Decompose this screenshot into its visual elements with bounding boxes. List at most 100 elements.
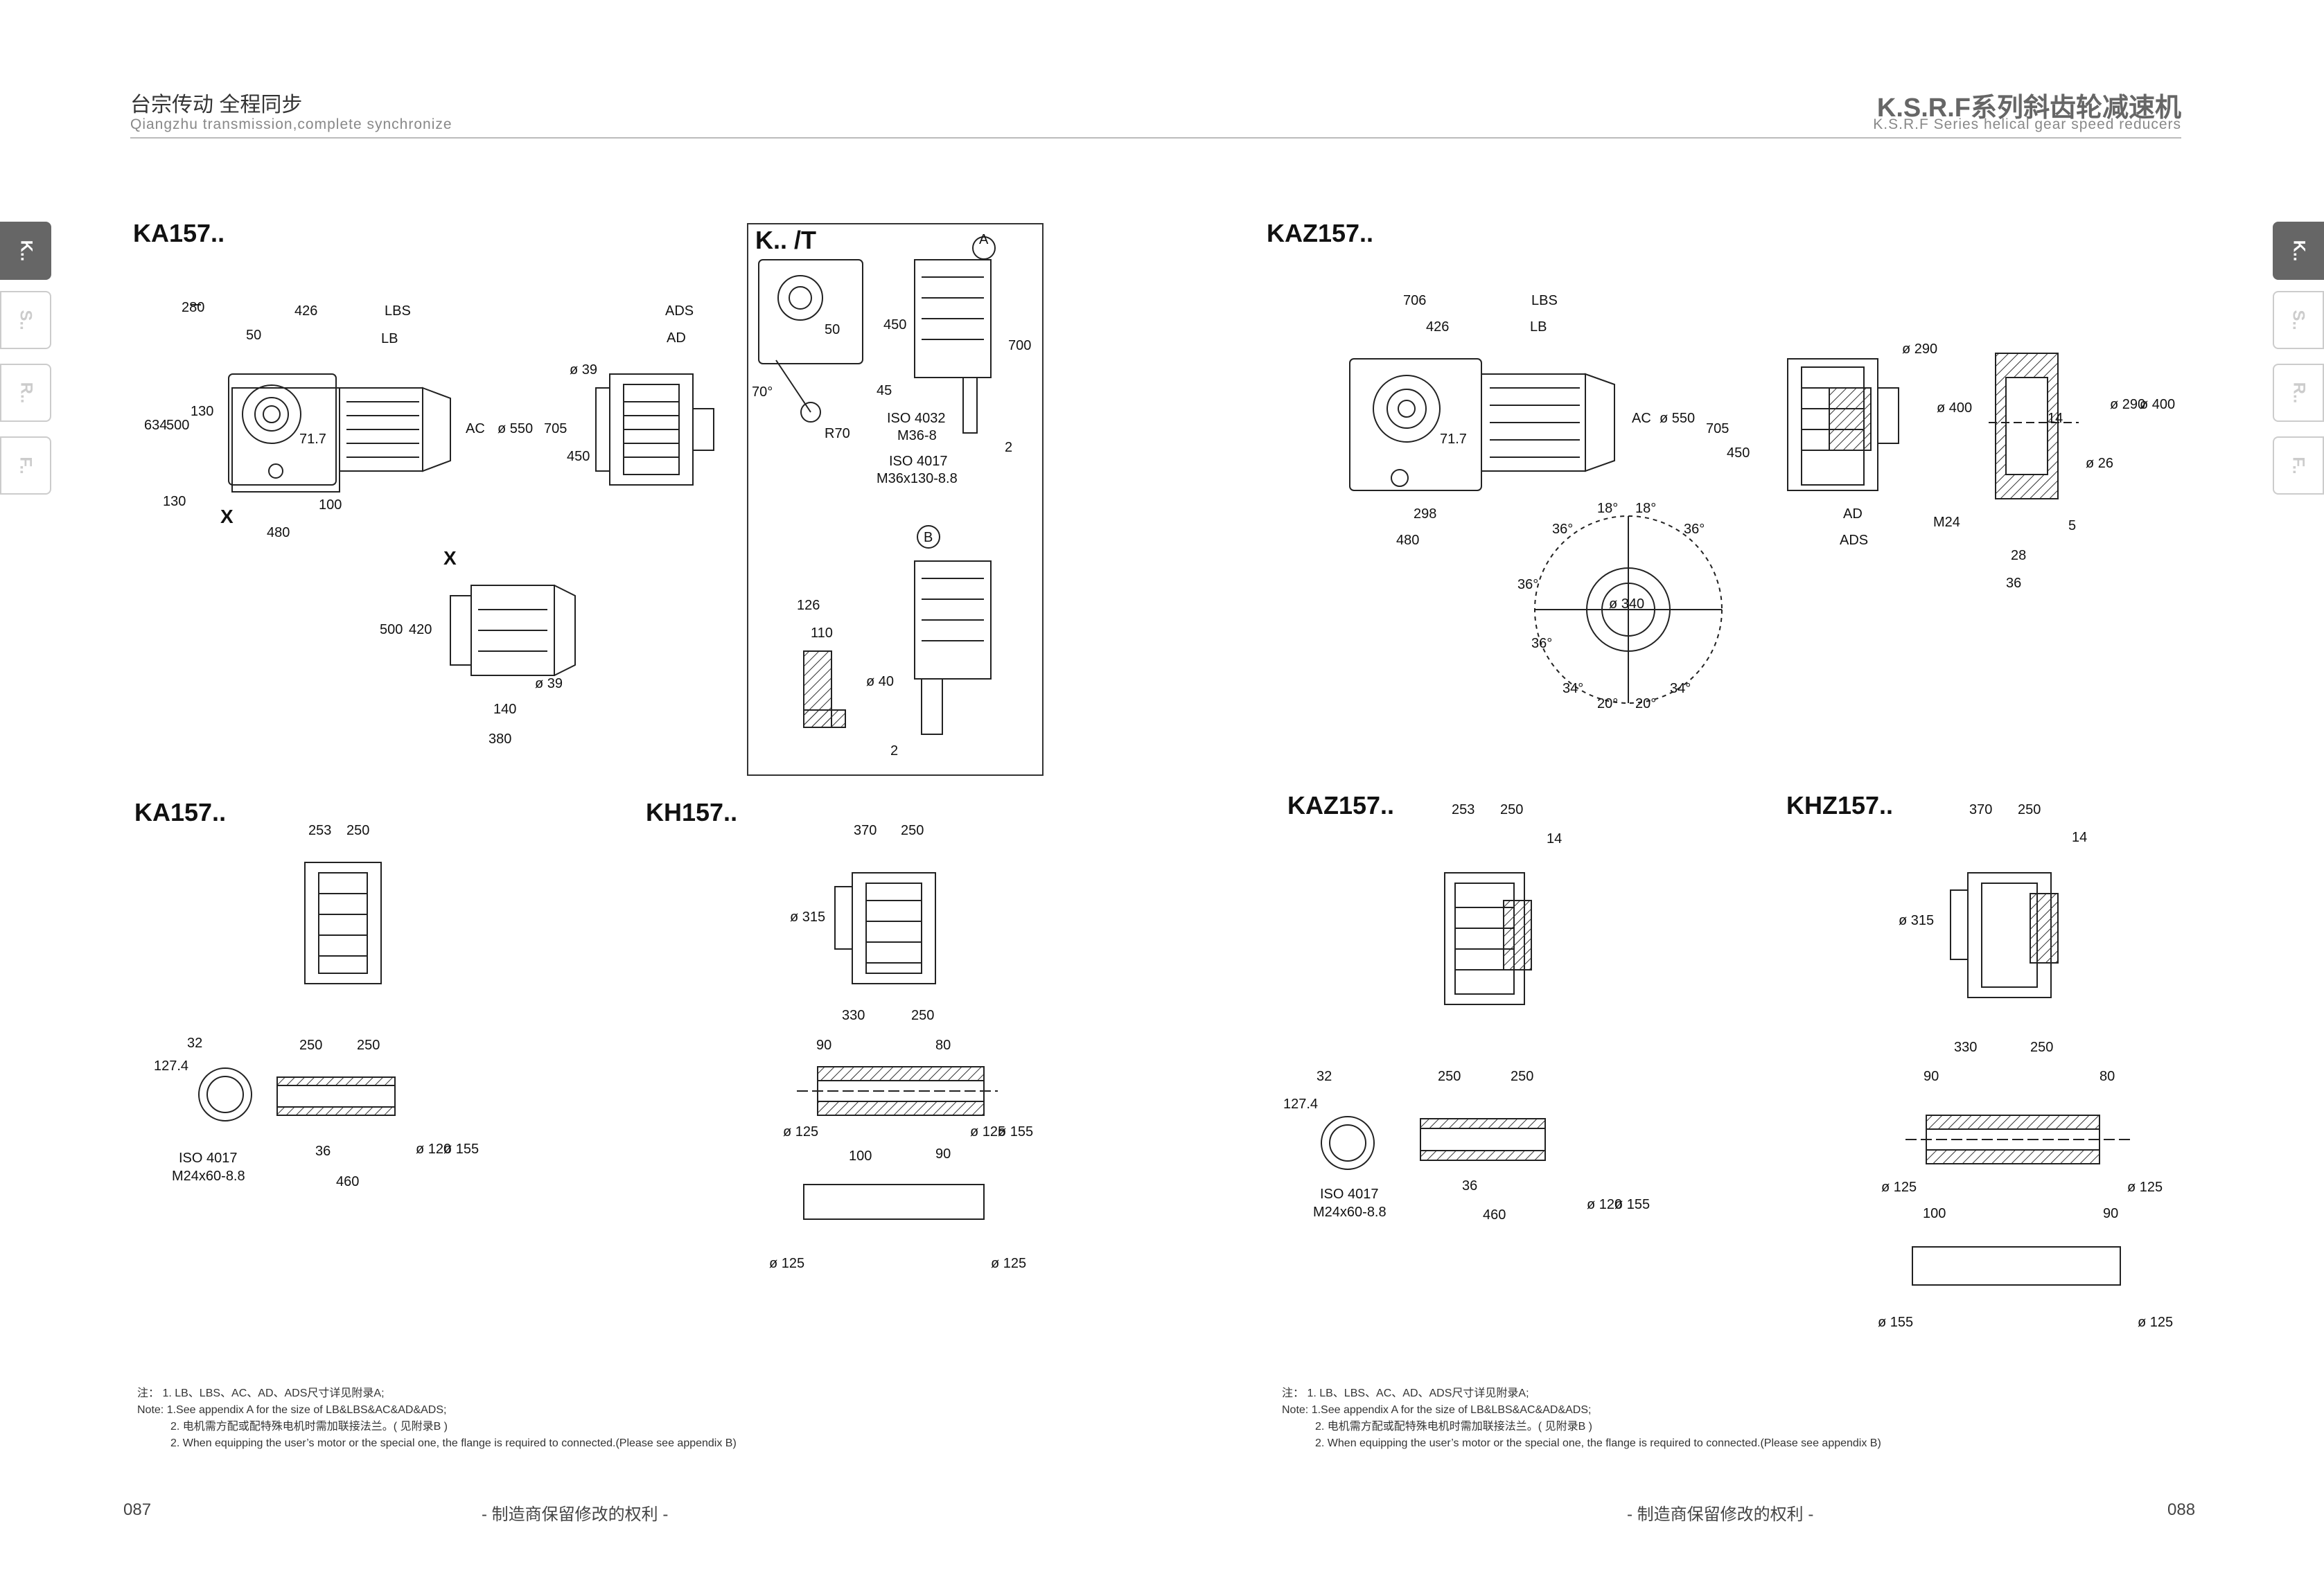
side-tab-r-right[interactable]: R.. — [2273, 364, 2324, 422]
khz157-side — [1950, 872, 2059, 998]
model-title-kaz157-bottom: KAZ157.. — [1287, 791, 1395, 819]
kh157-shaft — [797, 1066, 998, 1220]
dim-label: 36° — [1684, 522, 1705, 537]
dim-label: 126 — [797, 598, 820, 613]
dim-label: ISO 4017 — [889, 454, 948, 469]
dim-label: ø 340 — [1609, 596, 1644, 612]
dim-label: AC — [1632, 411, 1651, 426]
dim-label: ø 125 — [2138, 1315, 2173, 1330]
dim-label: 450 — [883, 317, 906, 333]
dim-label: ø 125 — [970, 1124, 1005, 1140]
header-rule — [130, 137, 2181, 139]
dim-label: 5 — [2068, 518, 2076, 533]
note-line: 2. When equipping the user’s motor or th… — [1315, 1437, 1881, 1449]
dim-label: ø 125 — [991, 1256, 1026, 1271]
dim-label: ø 125 — [769, 1256, 804, 1271]
dim-label: ø 39 — [535, 676, 563, 691]
side-tab-s-left[interactable]: S.. — [0, 291, 51, 349]
side-tab-s-right[interactable]: S.. — [2273, 291, 2324, 349]
kt-frame — [747, 223, 1044, 776]
dim-label: 250 — [299, 1038, 322, 1053]
side-tab-r-left[interactable]: R.. — [0, 364, 51, 422]
dim-label: 50 — [825, 322, 840, 337]
dim-label: 370 — [1969, 802, 1992, 817]
dim-label: 45 — [877, 383, 892, 398]
dim-label: M36-8 — [897, 428, 937, 443]
dim-label: 2 — [1005, 440, 1012, 455]
dim-label: 250 — [911, 1008, 934, 1023]
dim-label: 330 — [1954, 1040, 1977, 1055]
footer-rights-right: - 制造商保留修改的权利 - — [1627, 1505, 1814, 1524]
side-tab-f-right[interactable]: F.. — [2273, 436, 2324, 495]
dim-label: 130 — [191, 404, 213, 419]
khz157-shaft — [1905, 1115, 2134, 1286]
dim-label: 480 — [267, 525, 290, 540]
side-tab-f-left[interactable]: F.. — [0, 436, 51, 495]
dim-label: 100 — [1923, 1206, 1946, 1221]
dim-label: 250 — [1511, 1069, 1533, 1084]
dim-label: ø 155 — [1614, 1197, 1650, 1212]
footer-rights-left: - 制造商保留修改的权利 - — [482, 1505, 669, 1524]
model-title-kh157: KH157.. — [646, 798, 738, 826]
dim-label: 370 — [854, 823, 877, 838]
dim-label: 706 — [1403, 293, 1426, 308]
note-line: 2. 电机需方配或配特殊电机时需加联接法兰。( 见附录B ) — [1315, 1421, 1593, 1433]
dim-label: 36° — [1552, 522, 1573, 537]
dim-label: 34° — [1670, 681, 1691, 696]
dim-label: ø 315 — [1899, 913, 1934, 928]
dim-label: 90 — [816, 1038, 831, 1053]
model-title-khz157: KHZ157.. — [1786, 791, 1894, 819]
dim-label: LB — [381, 331, 398, 346]
dim-label: ø 40 — [866, 674, 894, 689]
dim-label: 450 — [1727, 445, 1750, 461]
note-line: 注： 1. LB、LBS、AC、AD、ADS尺寸详见附录A; — [1282, 1387, 1529, 1399]
dim-label: 426 — [294, 303, 317, 319]
page-number-left: 087 — [123, 1500, 152, 1519]
note-line: 注： 1. LB、LBS、AC、AD、ADS尺寸详见附录A; — [137, 1387, 385, 1399]
model-title-kaz157-top: KAZ157.. — [1267, 219, 1374, 247]
dim-label: ø 550 — [1660, 411, 1695, 426]
dim-label: 2 — [890, 743, 898, 759]
dim-label: 250 — [2030, 1040, 2053, 1055]
dim-label: ø 315 — [790, 910, 825, 925]
dim-label: ø 400 — [2140, 397, 2175, 412]
dim-label: ø 290 — [1902, 342, 1937, 357]
model-title-ka157-bottom: KA157.. — [134, 798, 227, 826]
dim-label: 36 — [1462, 1178, 1477, 1194]
side-tab-k-left[interactable]: K.. — [0, 222, 51, 280]
dim-label: B — [924, 530, 933, 545]
dim-label: AD — [667, 330, 686, 346]
dim-label: ø 550 — [498, 421, 533, 436]
dim-label: 20° — [1635, 696, 1656, 711]
dim-label: 50 — [246, 328, 261, 343]
dim-label: 380 — [488, 732, 511, 747]
dim-label: 36° — [1531, 636, 1552, 651]
dim-label: AD — [1843, 506, 1863, 522]
kaz157-shaft-detail — [1989, 353, 2079, 499]
dim-label: 36 — [2006, 576, 2021, 591]
dim-label: ISO 4032 — [887, 411, 946, 426]
ka157-side-view — [595, 373, 714, 486]
dim-label: 253 — [308, 823, 331, 838]
kt-drawing — [758, 236, 996, 735]
kaz157-side-view — [1787, 358, 1899, 491]
dim-label: M24x60-8.8 — [172, 1169, 245, 1184]
dim-label: 705 — [1706, 421, 1729, 436]
ka157-bottom-shaft — [198, 1067, 396, 1121]
note-line: Note: 1.See appendix A for the size of L… — [1282, 1404, 1592, 1416]
dim-label: 460 — [336, 1174, 359, 1189]
dim-label: 250 — [2018, 802, 2041, 817]
dim-label: 32 — [1317, 1069, 1332, 1084]
dim-label: 127.4 — [154, 1058, 188, 1074]
dim-label: ø 120 — [1587, 1197, 1622, 1212]
kh157-side — [834, 872, 936, 984]
side-tab-k-right[interactable]: K.. — [2273, 222, 2324, 280]
dim-label: 330 — [842, 1008, 865, 1023]
dim-label: 250 — [1438, 1069, 1461, 1084]
dim-label: 420 — [409, 622, 432, 637]
dim-label: 500 — [166, 418, 189, 433]
dim-label: X — [220, 506, 234, 527]
dim-label: 700 — [1008, 338, 1031, 353]
dim-label: ADS — [1840, 533, 1868, 548]
ka157-bottom-side — [304, 862, 382, 984]
